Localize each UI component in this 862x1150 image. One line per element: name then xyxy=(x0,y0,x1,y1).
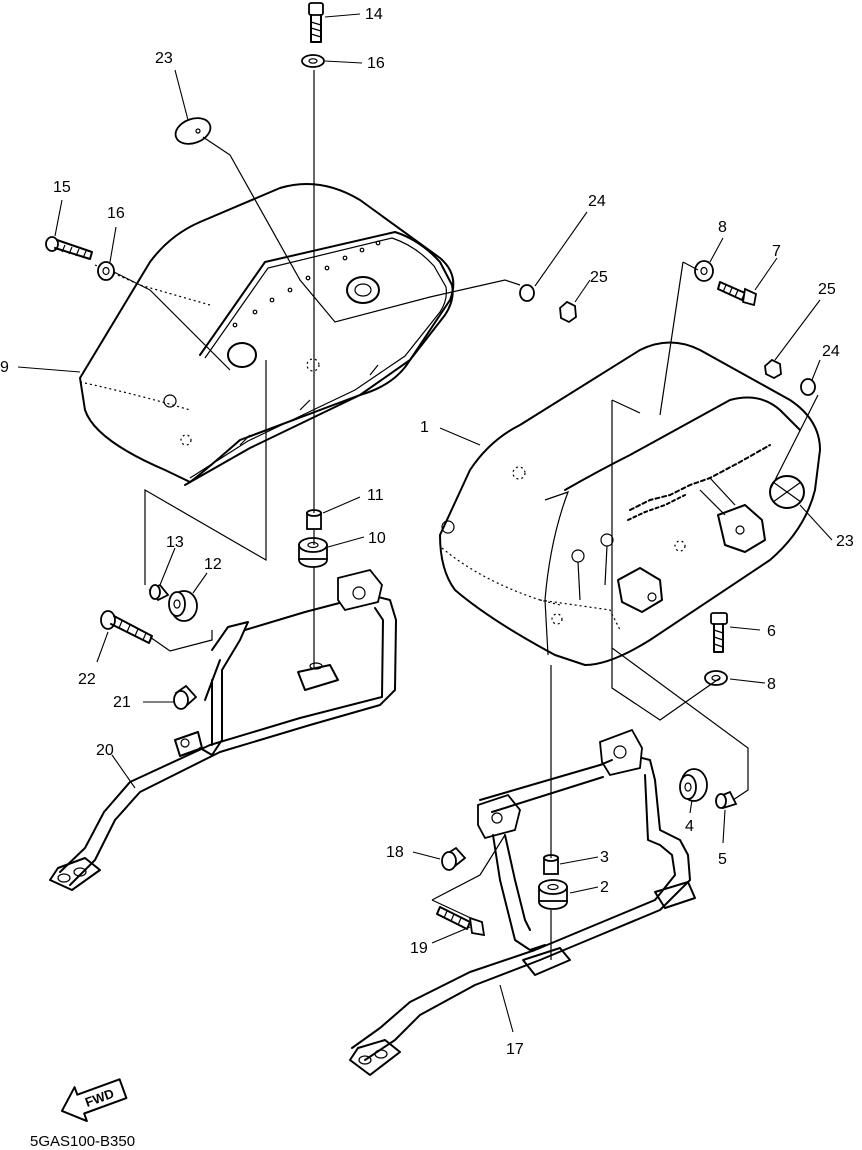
part-7-bolt xyxy=(717,281,758,307)
callout-5: 5 xyxy=(718,851,727,868)
callout-11: 11 xyxy=(367,487,384,504)
callout-24-right: 24 xyxy=(822,343,840,360)
part-4-grommet xyxy=(679,768,708,802)
callout-17: 17 xyxy=(506,1041,524,1058)
part-18-plug xyxy=(441,846,467,871)
callout-13: 13 xyxy=(166,534,184,551)
part-19-bolt xyxy=(436,906,486,937)
callout-19: 19 xyxy=(410,940,428,957)
part-24-washer xyxy=(519,284,535,302)
saddlebag-left xyxy=(79,183,455,486)
part-10-grommet xyxy=(298,537,328,568)
callout-4: 4 xyxy=(685,818,694,835)
callout-21: 21 xyxy=(113,694,131,711)
stay-bracket-right xyxy=(349,728,696,1076)
part-6-bolt xyxy=(710,612,728,653)
part-24-washer-right xyxy=(800,378,816,396)
part-23-cap-left xyxy=(174,117,212,145)
callout-18: 18 xyxy=(386,844,404,861)
callout-6: 6 xyxy=(767,623,776,640)
callout-9: 9 xyxy=(0,359,9,376)
saddlebag-right xyxy=(439,341,821,666)
stud-holes-left xyxy=(232,240,381,328)
latch-hardware xyxy=(571,477,766,613)
part-16-washer-left xyxy=(97,261,115,281)
callout-20: 20 xyxy=(96,742,114,759)
fwd-label: FWD xyxy=(83,1086,116,1110)
part-25-nut-right xyxy=(764,358,782,380)
part-15-bolt xyxy=(45,236,93,260)
callout-24-top: 24 xyxy=(588,193,606,210)
callout-23-right: 23 xyxy=(836,533,854,550)
callout-3: 3 xyxy=(600,849,609,866)
leader-lines xyxy=(17,13,833,1033)
callout-22: 22 xyxy=(78,671,96,688)
fwd-arrow: FWD xyxy=(60,1078,128,1123)
part-8-washer-lower xyxy=(704,670,728,686)
callout-12: 12 xyxy=(204,556,222,573)
callout-8-lower: 8 xyxy=(767,676,776,693)
stay-bracket-left xyxy=(49,568,397,891)
part-14-bolt xyxy=(308,2,324,43)
hardware-parts xyxy=(45,2,816,937)
callout-numbers: 14 16 23 15 16 9 24 25 8 7 25 24 1 23 11… xyxy=(0,6,854,1058)
part-5-collar xyxy=(715,790,738,810)
assembly-lines xyxy=(113,70,819,960)
callout-1: 1 xyxy=(420,419,429,436)
part-8-washer-top xyxy=(694,260,714,282)
part-22-bolt xyxy=(100,610,153,644)
callout-8-top: 8 xyxy=(718,219,727,236)
part-code: 5GAS100-B350 xyxy=(30,1133,135,1150)
part-12-grommet xyxy=(168,590,198,622)
part-25-nut xyxy=(559,300,577,324)
callout-10: 10 xyxy=(368,530,386,547)
callout-25-right: 25 xyxy=(818,281,836,298)
callout-7: 7 xyxy=(772,243,781,260)
callout-15: 15 xyxy=(53,179,71,196)
callout-23-left: 23 xyxy=(155,50,173,67)
callout-14: 14 xyxy=(365,6,383,23)
callout-16-top: 16 xyxy=(367,55,385,72)
part-2-grommet xyxy=(538,879,568,910)
part-13-collar xyxy=(148,583,170,602)
callout-16-left: 16 xyxy=(107,205,125,222)
part-16-washer-top xyxy=(301,54,325,68)
callout-2: 2 xyxy=(600,879,609,896)
part-21-plug xyxy=(173,684,198,710)
callout-25-top: 25 xyxy=(590,269,608,286)
